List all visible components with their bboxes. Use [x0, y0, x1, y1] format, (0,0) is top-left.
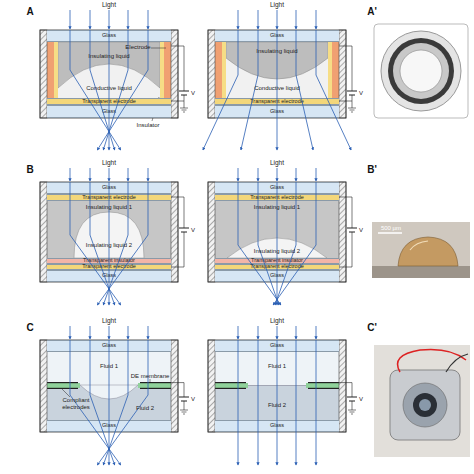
layer-label: Glass	[102, 423, 116, 429]
ray-bundle	[70, 326, 148, 465]
light-label: Light	[270, 317, 284, 324]
voltage-label: V	[191, 90, 195, 97]
layer-band: Transparent electrode	[215, 98, 339, 105]
light-label: Light	[270, 159, 284, 166]
layer-label: Transparent insulator	[251, 258, 303, 264]
layer-label: Glass	[270, 185, 284, 191]
light-label: Light	[270, 1, 284, 8]
layer-label: Transparent electrode	[250, 99, 304, 105]
layer-band: Glass	[215, 340, 339, 352]
layer-band: Glass	[47, 420, 171, 432]
panel-letter: B'	[367, 165, 377, 175]
voltage-label: V	[191, 227, 195, 234]
layer-band: Glass	[47, 105, 171, 118]
fluid-label: Fluid 2	[268, 402, 286, 409]
membrane-cell	[40, 340, 189, 432]
dielectrophoresis-cell	[40, 182, 189, 282]
part-label: Compliant electrodes	[51, 397, 101, 410]
liquid-label: Insulating liquid 2	[254, 248, 300, 255]
voltage-label: V	[359, 90, 363, 97]
liquid-label: Insulating liquid 1	[254, 204, 300, 211]
layer-label: Glass	[102, 109, 116, 115]
layer-label: Glass	[102, 33, 116, 39]
layer-label: Glass	[270, 33, 284, 39]
scale-label: 500 µm	[381, 225, 401, 232]
ray-bundle	[238, 326, 316, 465]
liquid-label: Insulating liquid 1	[86, 204, 132, 211]
layer-label: Transparent electrode	[82, 99, 136, 105]
voltage-label: V	[191, 396, 195, 403]
liquid-label: Conductive liquid	[86, 85, 132, 92]
layer-label: Glass	[270, 343, 284, 349]
membrane-cell	[208, 340, 357, 432]
part-label: DE membrane	[131, 373, 170, 380]
dielectrophoresis-cell	[208, 182, 357, 282]
light-label: Light	[102, 317, 116, 324]
layer-label: Transparent insulator	[83, 258, 135, 264]
ray-bundle	[203, 10, 351, 150]
layer-band: Glass	[47, 30, 171, 42]
layer-label: Transparent electrode	[82, 195, 136, 201]
device-photo	[374, 345, 470, 457]
fluid-label: Fluid 1	[100, 363, 118, 370]
liquid-label: Conductive liquid	[254, 85, 300, 92]
layer-band: Transparent electrode	[47, 194, 171, 201]
electrowetting-cell	[208, 30, 357, 118]
layer-label: Transparent electrode	[82, 264, 136, 270]
ray-bundle	[238, 168, 316, 305]
panel-letter: B	[26, 165, 33, 175]
layer-band: Glass	[47, 340, 171, 352]
layer-band: Transparent electrode	[47, 98, 171, 105]
liquid-label: Insulating liquid	[256, 48, 297, 55]
layer-band: Glass	[47, 182, 171, 194]
layer-band: Glass	[215, 30, 339, 42]
panel-letter: C	[26, 323, 33, 333]
fluid-label: Fluid 1	[268, 363, 286, 370]
ray-bundle	[70, 10, 148, 150]
light-label: Light	[102, 1, 116, 8]
layer-label: Glass	[102, 185, 116, 191]
ray-bundle	[70, 168, 148, 305]
liquid-label: Insulating liquid 2	[86, 242, 132, 249]
light-label: Light	[102, 159, 116, 166]
layer-label: Glass	[102, 273, 116, 279]
panel-letter: C'	[367, 323, 377, 333]
layer-label: Transparent electrode	[250, 264, 304, 270]
layer-label: Glass	[270, 423, 284, 429]
panel-letter: A'	[367, 7, 377, 17]
layer-label: Glass	[270, 273, 284, 279]
voltage-label: V	[359, 396, 363, 403]
layer-band: Transparent electrode	[215, 194, 339, 201]
layer-band: Glass	[215, 182, 339, 194]
part-label: Insulator	[136, 122, 159, 129]
layer-band: Glass	[215, 270, 339, 282]
voltage-label: V	[359, 227, 363, 234]
layer-label: Glass	[270, 109, 284, 115]
panel-letter: A	[26, 7, 33, 17]
electrowetting-cell	[40, 30, 189, 121]
fluid-label: Fluid 2	[136, 405, 154, 412]
liquid-label: Insulating liquid	[88, 53, 129, 60]
layer-label: Transparent electrode	[250, 195, 304, 201]
part-label: Electrode	[125, 44, 150, 51]
lens-photo	[374, 24, 468, 118]
droplet-photo	[372, 222, 470, 278]
layer-band: Glass	[215, 420, 339, 432]
layer-band: Glass	[215, 105, 339, 118]
layer-band: Glass	[47, 270, 171, 282]
layer-label: Glass	[102, 343, 116, 349]
